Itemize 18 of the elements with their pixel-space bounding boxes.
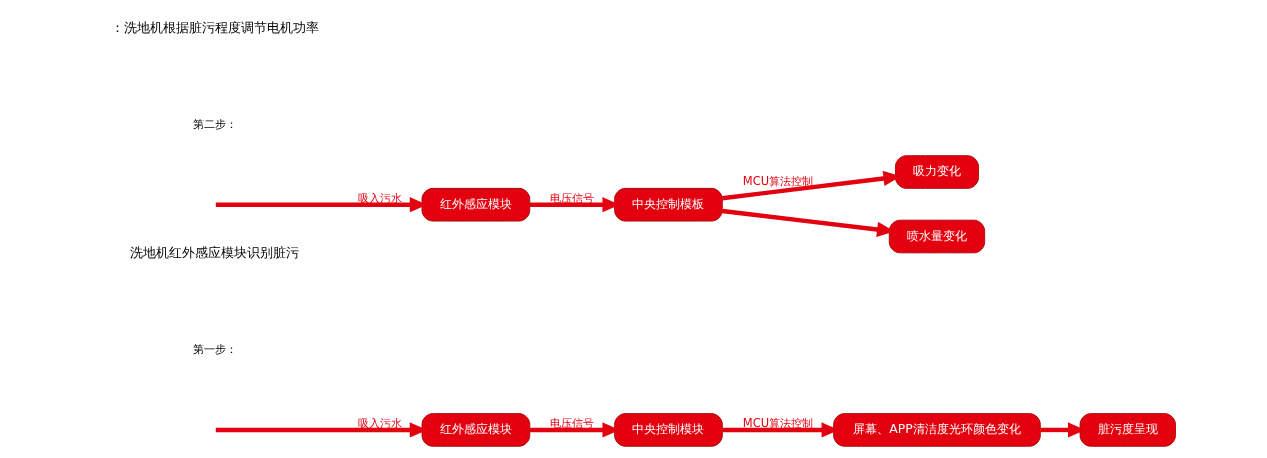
label: 第一步： [192,343,237,356]
node-box: 中央控制模块 [613,413,723,447]
edge-label: MCU算法控制 [742,173,813,188]
edge-label: 吸入污水 [357,415,402,430]
node-box: 红外感应模块 [421,413,530,447]
node-box: 喷水量变化 [888,219,985,254]
label: 洗地机红外感应模块识别脏污 [129,245,299,261]
node-box: 中央控制模板 [613,187,723,222]
edge-label: 电压信号 [549,190,594,205]
node-box: 屏幕、APP清洁度光环颜色变化 [832,413,1041,447]
node-box: 红外感应模块 [421,187,530,222]
edge-label: MCU算法控制 [742,415,813,430]
edge-label: 吸入污水 [357,190,402,205]
edge-label: 电压信号 [549,415,594,430]
node-box: 脏污度呈现 [1079,413,1176,447]
label: 第二步： [192,117,237,130]
label: ：洗地机根据脏污程度调节电机功率 [110,20,319,36]
node-box: 吸力变化 [894,155,979,189]
